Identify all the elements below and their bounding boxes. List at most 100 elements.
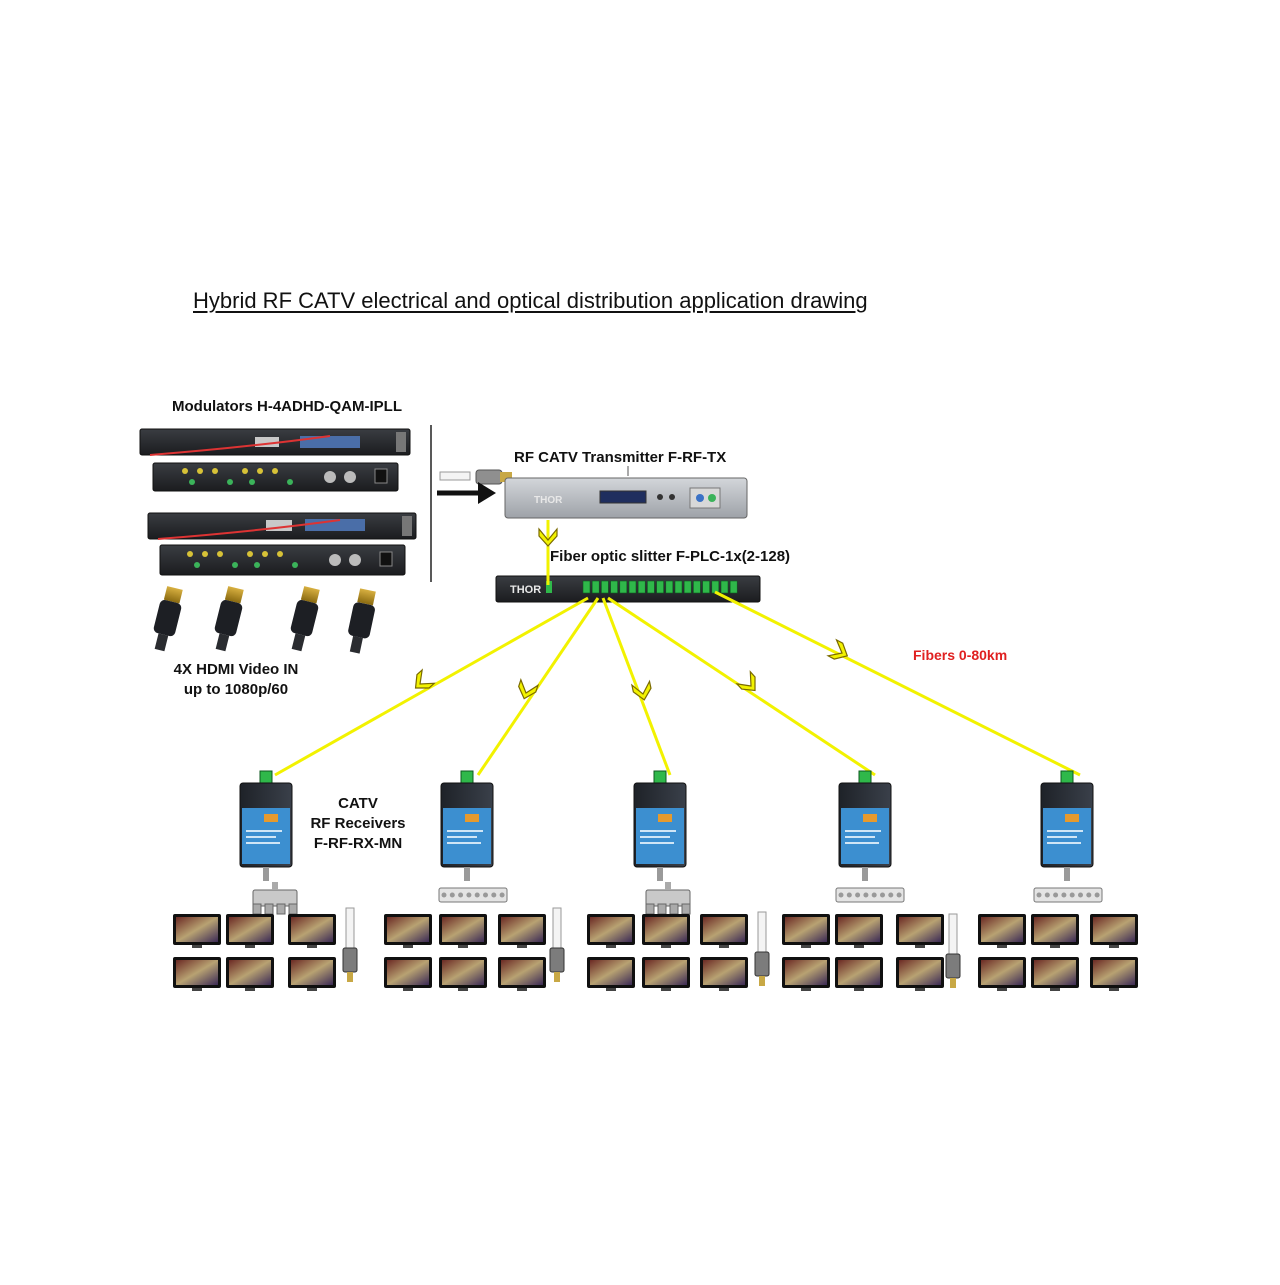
splitter-port (729, 580, 738, 594)
receivers-label-line2: RF Receivers (310, 815, 406, 832)
receiver-unit-1 (239, 770, 293, 881)
splitter-brand-logo: THOR (510, 584, 541, 596)
splitter-port (647, 580, 655, 594)
receiver-group (239, 770, 1094, 881)
receiver-unit-3 (633, 770, 687, 881)
tv-screen (896, 914, 944, 948)
splitter-unit (495, 575, 761, 603)
splitter-port (619, 580, 628, 594)
hdmi-connector-3 (290, 586, 320, 652)
coax-plug-4 (945, 913, 961, 988)
rf-splitter-3 (645, 882, 691, 915)
receivers-label-line1: CATV (338, 795, 378, 812)
tv-screen (288, 957, 336, 991)
diagram-title: Hybrid RF CATV electrical and optical di… (193, 288, 868, 313)
hdmi-input-label: 4X HDMI Video IN up to 1080p/60 (166, 660, 306, 700)
tv-screen (439, 914, 487, 948)
fiber-line-3 (601, 597, 672, 776)
tv-screen (896, 957, 944, 991)
tv-screen (835, 914, 883, 948)
tv-screen (978, 914, 1026, 948)
fiber-arrow-2 (518, 677, 540, 700)
receivers-label-line3: F-RF-RX-MN (313, 835, 403, 852)
splitter-port (720, 580, 729, 594)
fiber-arrow-5 (826, 638, 849, 660)
tv-screen (587, 957, 635, 991)
tv-screen (642, 957, 690, 991)
tv-screen (288, 914, 336, 948)
modulators-label: Modulators H-4ADHD-QAM-IPLL (172, 398, 402, 415)
receiver-unit-2 (440, 770, 494, 881)
fiber-arrow-feed (538, 527, 558, 547)
splitter-port (656, 580, 664, 594)
splitter-port (610, 580, 618, 594)
splitter-port (674, 580, 683, 594)
rf-splitter-group (252, 882, 1103, 915)
splitter-port (591, 580, 600, 594)
splitter-port (637, 580, 646, 594)
hdmi-connector-2 (214, 586, 244, 652)
receiver-unit-5 (1040, 770, 1094, 881)
modulator-unit-2-rear (159, 544, 406, 576)
modulator-unit-1-rear (152, 462, 399, 492)
rf-input-connector (439, 469, 512, 485)
tv-screen (978, 957, 1026, 991)
tv-screen (498, 914, 546, 948)
tv-screen (1031, 957, 1079, 991)
tv-screen (1031, 914, 1079, 948)
tv-screen (384, 957, 432, 991)
tv-screen (835, 957, 883, 991)
splitter-port (702, 580, 710, 594)
tv-screen (226, 914, 274, 948)
tv-screen (1090, 957, 1138, 991)
splitter-port (665, 580, 674, 594)
splitter-port (628, 580, 637, 594)
modulator-unit-2-front (147, 512, 417, 540)
splitter-port (582, 580, 591, 594)
fiber-arrow-4 (735, 670, 756, 692)
splitter-port (693, 580, 701, 594)
tv-screen (642, 914, 690, 948)
tv-screen (498, 957, 546, 991)
tv-screen (384, 914, 432, 948)
receiver-unit-4 (838, 770, 892, 881)
splitter-port (683, 580, 692, 594)
tv-screen (782, 914, 830, 948)
rf-splitter-5 (1033, 887, 1103, 903)
tv-screen (587, 914, 635, 948)
splitter-port (601, 580, 609, 594)
modulator-unit-1-front (139, 428, 411, 456)
tv-screen (226, 957, 274, 991)
coax-plug-2 (549, 907, 565, 982)
tv-screen (439, 957, 487, 991)
splitter-input-port (546, 581, 552, 593)
splitter-label: Fiber optic slitter F-PLC-1x(2-128) (550, 548, 791, 565)
fiber-line-5 (714, 590, 1081, 777)
transmitter-brand-logo: THOR (534, 495, 563, 506)
hdmi-input-label-line2: up to 1080p/60 (183, 681, 289, 698)
rf-input-arrow (437, 482, 496, 504)
fiber-arrow-3 (630, 679, 652, 701)
rf-splitter-1 (252, 882, 298, 915)
tv-group (173, 914, 1138, 991)
tv-screen (782, 957, 830, 991)
tv-screen (1090, 914, 1138, 948)
coax-plug-group (342, 907, 961, 988)
splitter-port (711, 580, 720, 594)
receivers-label: CATV RF Receivers F-RF-RX-MN (298, 794, 418, 854)
transmitter-label: RF CATV Transmitter F-RF-TX (514, 449, 727, 466)
tv-screen (700, 957, 748, 991)
transmitter-unit (504, 477, 748, 519)
coax-plug-1 (342, 907, 358, 982)
rf-splitter-4 (835, 887, 905, 903)
tv-screen (700, 914, 748, 948)
hdmi-input-label-line1: 4X HDMI Video IN (173, 661, 299, 678)
coax-plug-3 (754, 911, 770, 986)
tv-screen (173, 957, 221, 991)
hdmi-connector-4 (348, 588, 376, 654)
hdmi-connector-1 (153, 586, 183, 652)
fiber-arrow-1 (414, 668, 436, 689)
rf-splitter-2 (438, 887, 508, 903)
